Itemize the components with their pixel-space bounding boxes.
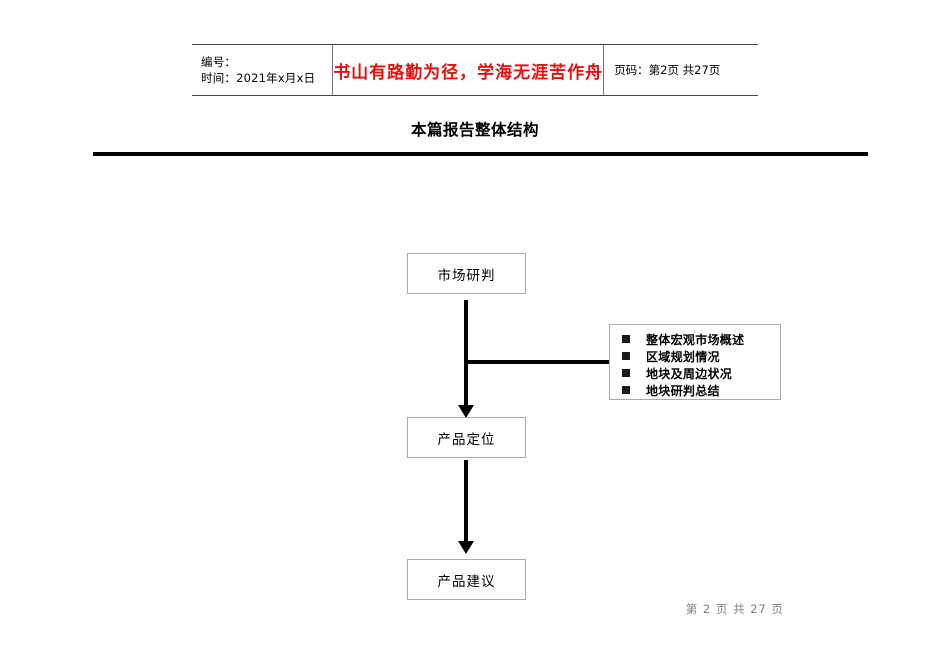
- connector-horizontal-to-bullet-panel: [466, 360, 611, 364]
- connector-vertical-position-to-proposal: [464, 460, 468, 544]
- header-serial-number: 编号：: [201, 55, 237, 69]
- title-divider-rule: [93, 152, 868, 156]
- square-bullet-icon: [622, 386, 630, 394]
- bullet-label: 整体宏观市场概述: [646, 332, 745, 347]
- list-item: 区域规划情况: [622, 348, 780, 364]
- flow-box-market-research-label: 市场研判: [437, 267, 496, 284]
- header-cell-meta: 编号： 时间：2021年x月x日: [192, 45, 334, 95]
- arrowhead-market-to-position: [458, 405, 474, 418]
- page-title: 本篇报告整体结构: [410, 121, 539, 139]
- footer-page-number: 第 2 页 共 27 页: [685, 602, 784, 616]
- flow-box-product-proposal-label: 产品建议: [437, 573, 496, 590]
- bullet-label: 地块研判总结: [646, 383, 720, 398]
- square-bullet-icon: [622, 335, 630, 343]
- bullet-panel-market-research: 整体宏观市场概述 区域规划情况 地块及周边状况 地块研判总结: [609, 324, 781, 400]
- square-bullet-icon: [622, 369, 630, 377]
- bullet-label: 区域规划情况: [646, 349, 720, 364]
- bullet-label: 地块及周边状况: [646, 366, 733, 381]
- square-bullet-icon: [622, 352, 630, 360]
- list-item: 地块研判总结: [622, 382, 780, 398]
- header-cell-pager: 页码：第2页 共27页: [604, 45, 758, 95]
- header-date: 时间：2021年x月x日: [201, 71, 316, 85]
- flow-box-product-positioning-label: 产品定位: [437, 431, 496, 448]
- document-header-table: 编号： 时间：2021年x月x日 书山有路勤为径，学海无涯苦作舟 页码：第2页 …: [192, 44, 758, 96]
- header-page-number: 页码：第2页 共27页: [614, 63, 721, 77]
- flow-box-product-positioning[interactable]: 产品定位: [407, 417, 526, 458]
- header-motto-text: 书山有路勤为径，学海无涯苦作舟: [333, 62, 604, 83]
- header-row: 编号： 时间：2021年x月x日 书山有路勤为径，学海无涯苦作舟 页码：第2页 …: [192, 45, 758, 95]
- list-item: 整体宏观市场概述: [622, 331, 780, 347]
- connector-vertical-market-to-position: [464, 300, 468, 408]
- header-cell-motto: 书山有路勤为径，学海无涯苦作舟: [333, 45, 605, 95]
- flow-box-product-proposal[interactable]: 产品建议: [407, 559, 526, 600]
- flow-box-market-research[interactable]: 市场研判: [407, 253, 526, 294]
- arrowhead-position-to-proposal: [458, 541, 474, 554]
- list-item: 地块及周边状况: [622, 365, 780, 381]
